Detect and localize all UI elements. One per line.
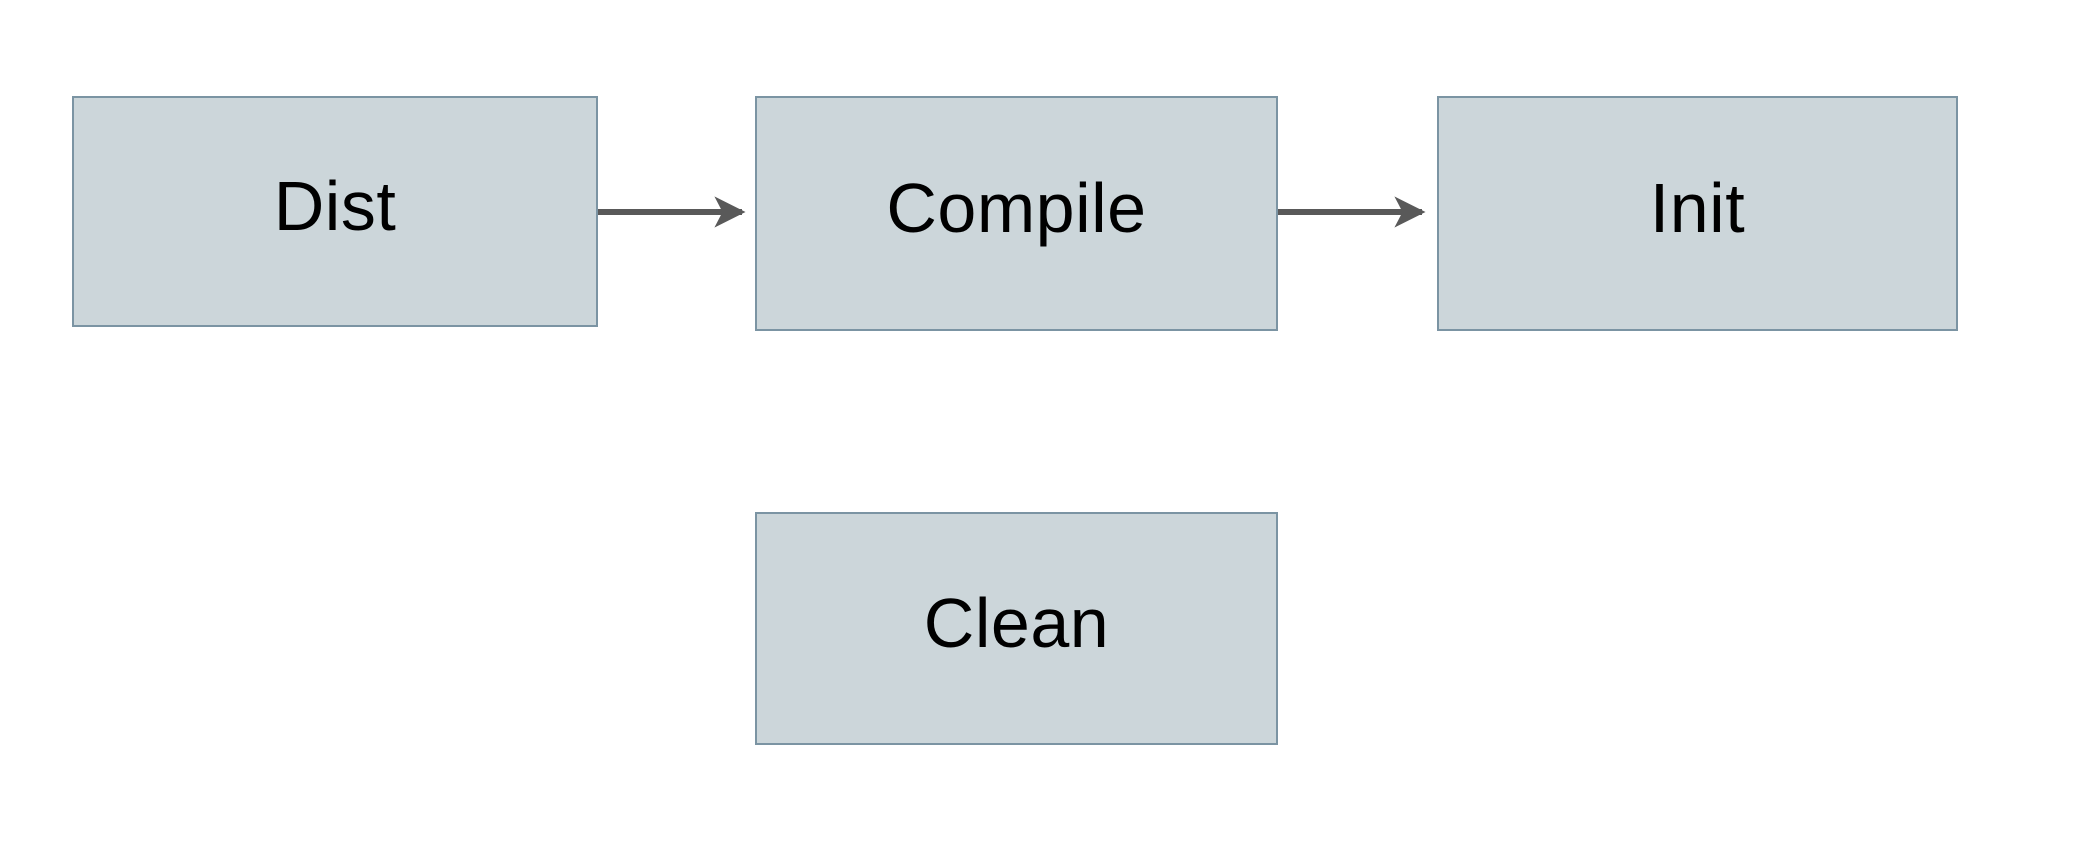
- node-clean[interactable]: Clean: [755, 512, 1278, 745]
- node-init[interactable]: Init: [1437, 96, 1958, 331]
- node-dist-label: Dist: [273, 166, 397, 245]
- node-clean-label: Clean: [923, 583, 1110, 662]
- node-dist[interactable]: Dist: [72, 96, 598, 327]
- edge-compile-to-init-hitbox[interactable]: [1278, 195, 1437, 229]
- node-compile[interactable]: Compile: [755, 96, 1278, 331]
- node-compile-label: Compile: [886, 168, 1147, 247]
- edge-dist-to-compile-hitbox[interactable]: [598, 195, 755, 229]
- node-init-label: Init: [1649, 168, 1746, 247]
